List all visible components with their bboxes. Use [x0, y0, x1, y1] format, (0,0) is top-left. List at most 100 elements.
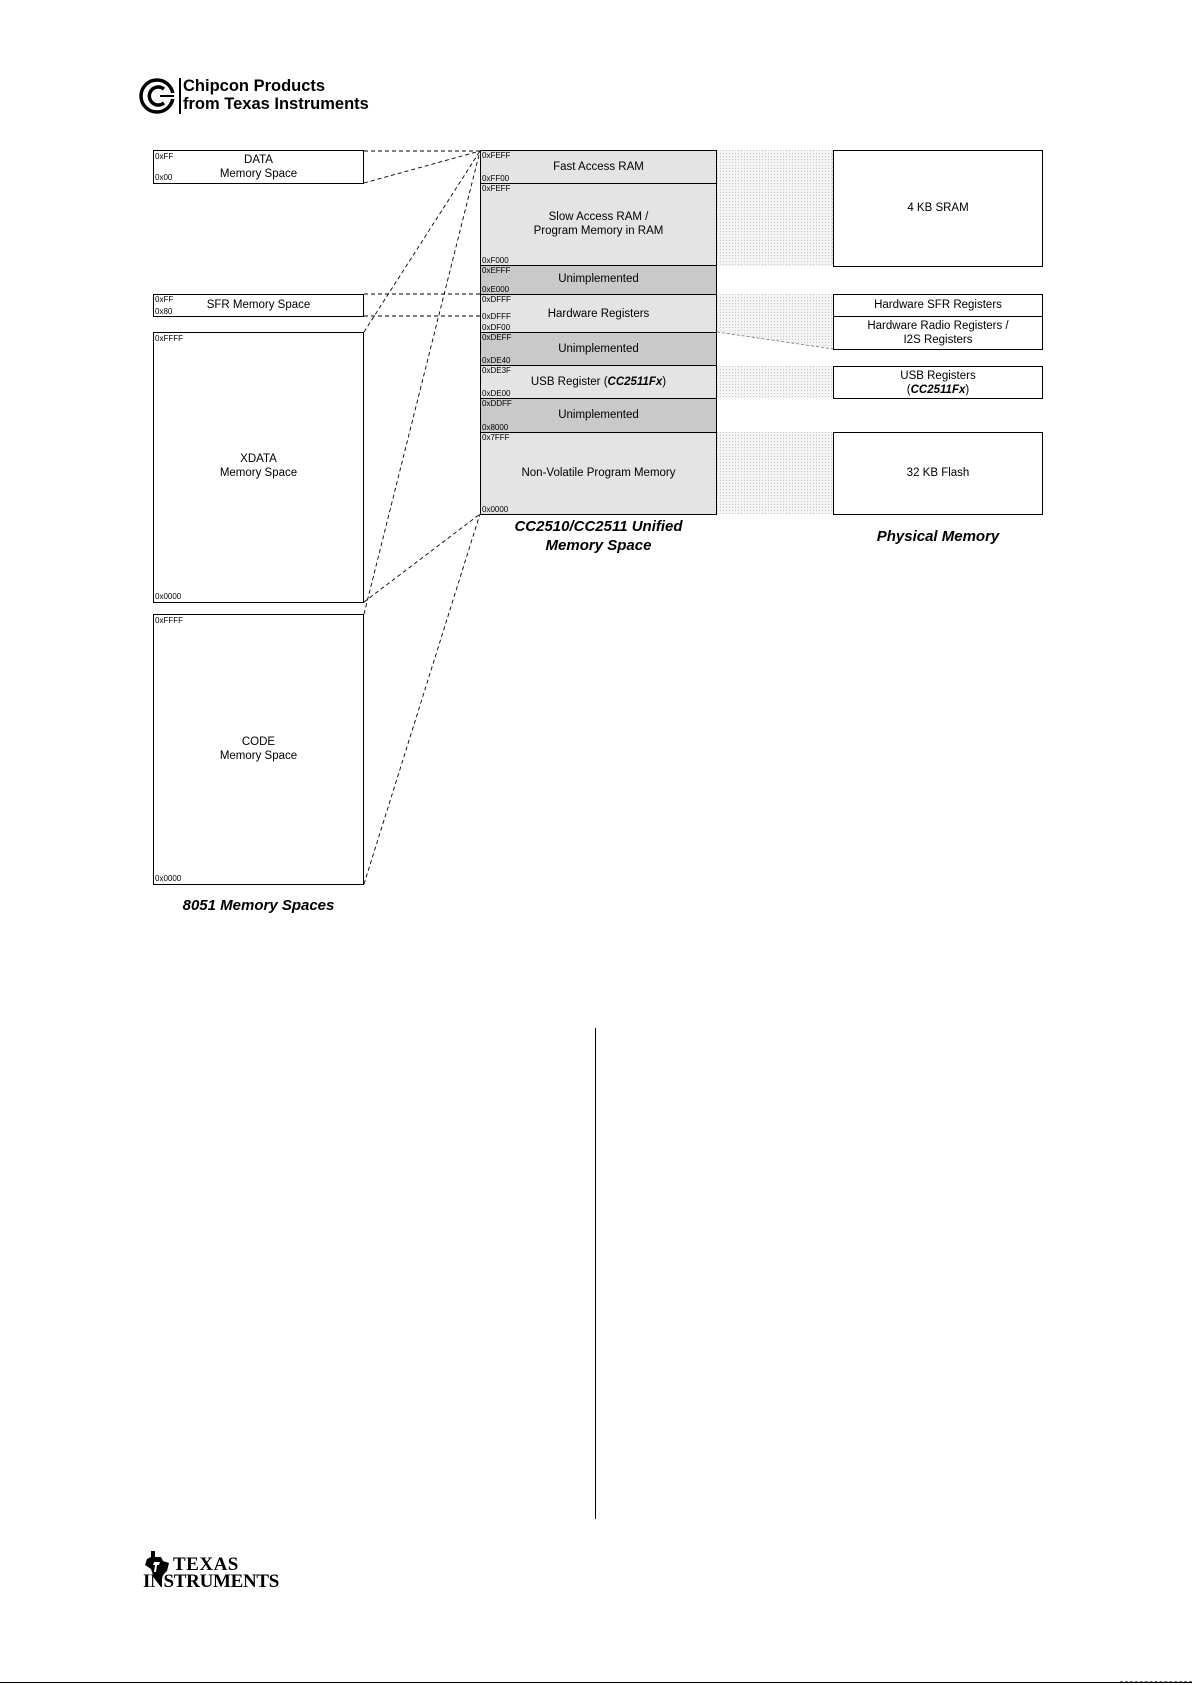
sfr-addr-top: 0xFF: [155, 295, 174, 304]
logo-line-2: from Texas Instruments: [183, 95, 369, 113]
fast-ram-addr-top: 0xFEFF: [482, 151, 511, 160]
data-addr-bottom: 0x00: [155, 173, 173, 182]
code-label-2: Memory Space: [219, 750, 298, 762]
caption-unified-line-1: CC2510/CC2511 Unified: [514, 518, 683, 535]
fast-ram-addr-bottom: 0xFF00: [482, 174, 510, 183]
hw-regs-addr-top: 0xDFFF: [482, 295, 511, 304]
map-shade-hw-sfr: [717, 294, 833, 316]
unimpl2-addr-top: 0xDEFF: [482, 333, 512, 342]
ti-line-2: Instruments: [143, 1571, 280, 1592]
xdata-label-1: XDATA: [240, 453, 277, 465]
xdata-addr-bottom: 0x0000: [155, 592, 182, 601]
radio-label-2: I2S Registers: [903, 334, 973, 346]
region-usb-register: 0xDE3F 0xDE00 USB Register (CC2511Fx): [480, 365, 717, 399]
caption-8051-memory-spaces: 8051 Memory Spaces: [182, 897, 335, 914]
hw-regs-addr-mid: 0xDFFF: [482, 312, 511, 321]
ti-logo: Texas Instruments: [143, 1550, 293, 1600]
caption-physical-memory: Physical Memory: [876, 528, 1000, 545]
sram-label: 4 KB SRAM: [907, 202, 969, 214]
slow-ram-label: Slow Access RAM / Program Memory in RAM: [481, 210, 716, 238]
physical-radio-registers: Hardware Radio Registers / I2S Registers: [833, 316, 1043, 350]
page-bottom-rule: [0, 1682, 1192, 1683]
slow-ram-addr-bottom: 0xF000: [482, 256, 509, 265]
logo-divider: [179, 78, 181, 114]
physical-flash: 32 KB Flash: [833, 432, 1043, 515]
code-label: CODE Memory Space: [154, 735, 363, 763]
flash-mem-label: Non-Volatile Program Memory: [521, 467, 676, 479]
map-line-code-bottom: [363, 513, 481, 885]
region-unimplemented-1: 0xEFFF 0xE000 Unimplemented: [480, 265, 717, 295]
region-slow-access-ram: 0xFEFF 0xF000 Slow Access RAM / Program …: [480, 183, 717, 266]
radio-label: Hardware Radio Registers / I2S Registers: [834, 319, 1042, 347]
chipcon-logo: Chipcon Products from Texas Instruments: [138, 76, 398, 116]
data-addr-top: 0xFF: [155, 152, 174, 161]
unimpl1-addr-top: 0xEFFF: [482, 266, 511, 275]
usb-label-2: (CC2511Fx): [834, 383, 1042, 397]
xdata-label-2: Memory Space: [219, 467, 298, 479]
page-bottom-marks: [1120, 1681, 1192, 1683]
usb-reg-label-prefix: USB Register (: [530, 376, 608, 388]
unimpl1-label: Unimplemented: [558, 273, 639, 285]
physical-hw-sfr-registers: Hardware SFR Registers: [833, 294, 1043, 317]
xdata-memory-space: 0xFFFF 0x0000 XDATA Memory Space: [153, 332, 364, 603]
xdata-label: XDATA Memory Space: [154, 452, 363, 480]
code-memory-space: 0xFFFF 0x0000 CODE Memory Space: [153, 614, 364, 885]
usb-reg-label-part: CC2511Fx: [607, 376, 663, 388]
slow-ram-label-1: Slow Access RAM /: [548, 211, 649, 223]
region-hardware-registers: 0xDFFF 0xDFFF 0xDF00 Hardware Registers: [480, 294, 717, 333]
fast-ram-label: Fast Access RAM: [553, 161, 644, 173]
hw-regs-label: Hardware Registers: [547, 308, 650, 320]
sfr-addr-bottom: 0x80: [155, 307, 173, 316]
slow-ram-addr-top: 0xFEFF: [482, 184, 511, 193]
logo-line-1: Chipcon Products: [183, 77, 326, 95]
flash-label: 32 KB Flash: [906, 467, 970, 479]
code-addr-bottom: 0x0000: [155, 874, 182, 883]
hw-regs-addr-bottom: 0xDF00: [482, 323, 511, 332]
chipcon-c-logo-icon: [139, 78, 176, 114]
unimpl2-label: Unimplemented: [558, 343, 639, 355]
physical-usb-registers: USB Registers (CC2511Fx): [833, 366, 1043, 399]
radio-label-1: Hardware Radio Registers /: [867, 320, 1009, 332]
usb-label-1: USB Registers: [900, 370, 976, 382]
usb-reg-label-suffix: ): [662, 376, 667, 388]
texas-instruments-logo-icon: [145, 1551, 169, 1583]
code-addr-top: 0xFFFF: [155, 616, 183, 625]
data-memory-space: 0xFF 0x00 DATA Memory Space: [153, 150, 364, 184]
usb-reg-addr-top: 0xDE3F: [482, 366, 511, 375]
sfr-memory-space: 0xFF 0x80 SFR Memory Space: [153, 294, 364, 317]
unimpl3-addr-bottom: 0x8000: [482, 423, 509, 432]
region-fast-access-ram: 0xFEFF 0xFF00 Fast Access RAM: [480, 150, 717, 184]
hw-sfr-label: Hardware SFR Registers: [874, 299, 1002, 311]
slow-ram-label-2: Program Memory in RAM: [533, 225, 664, 237]
data-label-2: Memory Space: [219, 168, 298, 180]
region-non-volatile-program-memory: 0x7FFF 0x0000 Non-Volatile Program Memor…: [480, 432, 717, 515]
caption-unified-memory-space: CC2510/CC2511 Unified Memory Space: [480, 517, 717, 555]
sfr-label: SFR Memory Space: [206, 299, 311, 311]
map-shade-usb: [717, 366, 833, 398]
usb-label: USB Registers (CC2511Fx): [834, 369, 1042, 397]
usb-label-2-part: CC2511Fx: [910, 384, 966, 396]
unimpl1-addr-bottom: 0xE000: [482, 285, 510, 294]
flash-mem-addr-bottom: 0x0000: [482, 505, 509, 514]
code-label-1: CODE: [241, 736, 276, 748]
map-line-xdata-bottom: [363, 513, 481, 603]
flash-mem-addr-top: 0x7FFF: [482, 433, 510, 442]
map-line-xdata-top: [363, 150, 481, 333]
map-shade-radio: [717, 316, 833, 349]
usb-label-2-suffix: ): [965, 384, 970, 396]
region-unimplemented-3: 0xDDFF 0x8000 Unimplemented: [480, 398, 717, 433]
usb-reg-addr-bottom: 0xDE00: [482, 389, 511, 398]
unimpl2-addr-bottom: 0xDE40: [482, 356, 511, 365]
data-label-1: DATA: [244, 154, 273, 166]
ti-line-1: Texas: [173, 1554, 239, 1575]
usb-label-2-prefix: (: [906, 384, 911, 396]
map-shade-sram: [717, 150, 833, 266]
caption-unified-line-2: Memory Space: [545, 537, 652, 554]
column-divider: [595, 1028, 596, 1519]
usb-reg-label: USB Register (CC2511Fx): [481, 375, 716, 389]
xdata-addr-top: 0xFFFF: [155, 334, 183, 343]
data-label: DATA Memory Space: [154, 153, 363, 181]
map-line-data-bottom: [363, 150, 481, 184]
map-shade-flash: [717, 432, 833, 514]
unimpl3-label: Unimplemented: [558, 409, 639, 421]
